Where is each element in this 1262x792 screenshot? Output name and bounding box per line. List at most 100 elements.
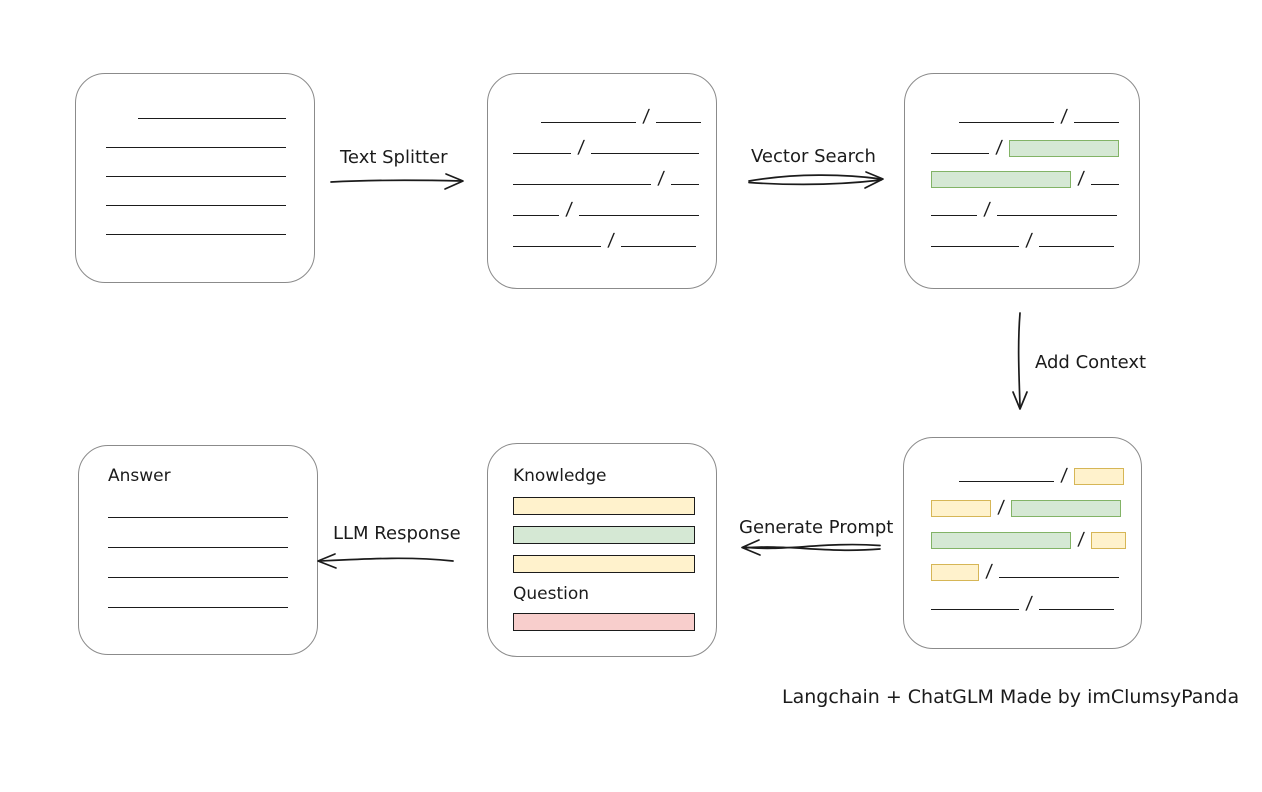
- text-line: [108, 547, 288, 548]
- chunk-row: /: [931, 127, 1139, 158]
- yellow-highlight-bar: [1074, 468, 1125, 485]
- llm-response-label: LLM Response: [333, 523, 461, 544]
- vector-matches-rows: /////: [905, 74, 1139, 251]
- chunk-row: /: [931, 582, 1141, 614]
- add-context-label: Add Context: [1035, 352, 1147, 373]
- context-chunks-box: / / / / /: [903, 437, 1142, 649]
- text-line: [106, 176, 286, 177]
- text-line: [108, 577, 288, 578]
- text-line: [931, 246, 1019, 247]
- text-line: [621, 246, 697, 247]
- green-highlight-bar: [1011, 500, 1122, 517]
- yellow-highlight-bar: [931, 500, 991, 517]
- text-line: [106, 147, 286, 148]
- green-highlight-bar: [931, 171, 1071, 188]
- add-context-arrow: [1012, 312, 1028, 410]
- caption-text: Langchain + ChatGLM Made by imClumsyPand…: [782, 686, 1240, 708]
- slash-separator: /: [656, 168, 666, 189]
- slash-separator: /: [994, 137, 1004, 158]
- text-line: [513, 246, 601, 247]
- text-line: [1039, 609, 1115, 610]
- text-line: [1039, 246, 1115, 247]
- source-document-box: [75, 73, 315, 283]
- text-line: [106, 205, 286, 206]
- chunk-row: /: [513, 220, 716, 251]
- generate-prompt-arrow: [741, 539, 881, 556]
- slash-separator: /: [1076, 168, 1086, 189]
- answer-lines: [108, 486, 317, 637]
- text-splitter-label: Text Splitter: [340, 147, 448, 168]
- yellow-highlight-bar: [1091, 532, 1127, 549]
- chunk-row: /: [931, 518, 1141, 550]
- text-line: [138, 118, 286, 119]
- slash-separator: /: [1059, 106, 1069, 127]
- green-highlight-bar: [1009, 140, 1120, 157]
- slash-separator: /: [1024, 593, 1034, 614]
- chunk-row: /: [931, 189, 1139, 220]
- yellow-highlight-bar: [931, 564, 979, 581]
- chunk-row: /: [513, 189, 716, 220]
- chunk-row: /: [931, 220, 1139, 251]
- chunk-row: /: [931, 486, 1141, 518]
- chunk-row: /: [931, 454, 1141, 486]
- slash-separator: /: [606, 230, 616, 251]
- chunk-row: /: [513, 158, 716, 189]
- text-line: [656, 122, 702, 123]
- text-line: [579, 215, 700, 216]
- slash-separator: /: [1076, 529, 1086, 550]
- text-line: [997, 215, 1118, 216]
- generate-prompt-label: Generate Prompt: [739, 517, 894, 538]
- text-line: [999, 577, 1120, 578]
- llm-response-arrow: [317, 553, 454, 569]
- text-line: [931, 153, 989, 154]
- text-line: [108, 517, 288, 518]
- red-prompt-bar: [513, 613, 695, 631]
- text-line: [1091, 184, 1120, 185]
- chunk-row: /: [931, 96, 1139, 127]
- prompt-box: Knowledge Question: [487, 443, 717, 657]
- text-line: [513, 215, 559, 216]
- chunk-row: /: [513, 96, 716, 127]
- text-line: [106, 234, 286, 235]
- text-line: [108, 607, 288, 608]
- answer-heading: Answer: [108, 466, 171, 486]
- answer-box: Answer: [78, 445, 318, 655]
- slash-separator: /: [576, 137, 586, 158]
- context-chunks-rows: / / / / /: [904, 438, 1141, 614]
- question-bar: [513, 613, 716, 631]
- text-line: [931, 609, 1019, 610]
- text-line: [513, 153, 571, 154]
- slash-separator: /: [982, 199, 992, 220]
- vector-matches-box: /////: [904, 73, 1140, 289]
- split-chunks-box: / / / / /: [487, 73, 717, 289]
- vector-search-label: Vector Search: [751, 146, 876, 167]
- green-highlight-bar: [931, 532, 1071, 549]
- chunk-row: /: [931, 158, 1139, 189]
- text-line: [931, 215, 977, 216]
- text-line: [959, 122, 1054, 123]
- slash-separator: /: [984, 561, 994, 582]
- knowledge-heading: Knowledge: [513, 466, 607, 486]
- source-document-lines: [76, 74, 314, 263]
- chunk-row: /: [931, 550, 1141, 582]
- yellow-prompt-bar: [513, 555, 695, 573]
- slash-separator: /: [641, 106, 651, 127]
- text-line: [671, 184, 700, 185]
- slash-separator: /: [1059, 465, 1069, 486]
- text-splitter-arrow: [330, 173, 464, 190]
- green-prompt-bar: [513, 526, 695, 544]
- text-line: [1074, 122, 1120, 123]
- chunk-row: /: [513, 127, 716, 158]
- split-chunks-rows: / / / / /: [488, 74, 716, 251]
- text-line: [513, 184, 651, 185]
- yellow-prompt-bar: [513, 497, 695, 515]
- slash-separator: /: [996, 497, 1006, 518]
- text-line: [541, 122, 636, 123]
- question-heading: Question: [513, 584, 590, 604]
- slash-separator: /: [564, 199, 574, 220]
- vector-search-arrow: [748, 171, 884, 189]
- text-line: [959, 481, 1054, 482]
- text-line: [591, 153, 700, 154]
- knowledge-bars: [513, 497, 716, 573]
